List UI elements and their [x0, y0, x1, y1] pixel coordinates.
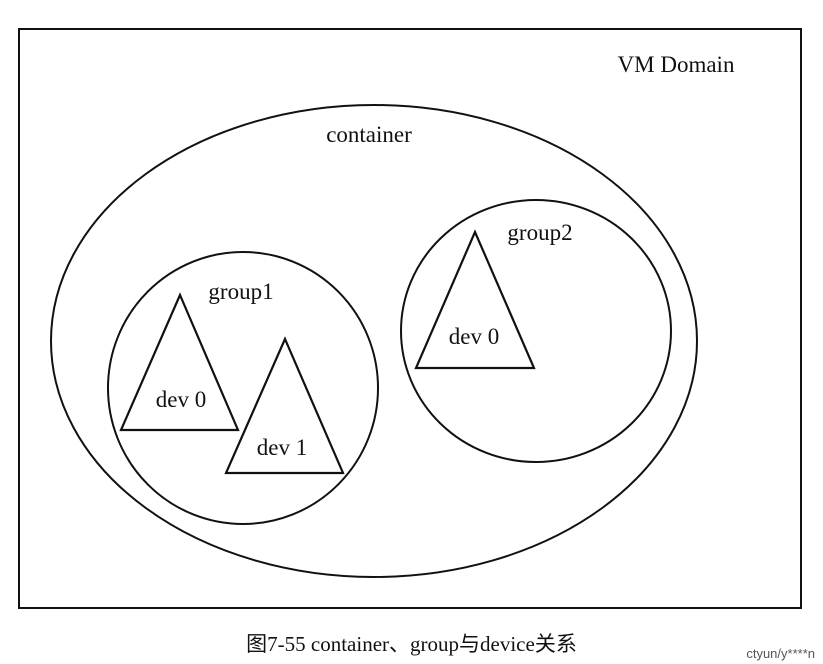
vm-domain-label: VM Domain: [618, 52, 735, 77]
watermark: ctyun/y****n: [746, 646, 815, 661]
group2-dev0-triangle: [414, 229, 536, 370]
vm-domain-box: [18, 28, 802, 609]
group1-dev0-triangle: [119, 292, 240, 432]
group1-label: group1: [208, 279, 273, 304]
group2-dev0-label: dev 0: [449, 324, 499, 349]
group1-dev1-triangle: [224, 336, 345, 475]
figure-caption: 图7-55 container、group与device关系: [246, 632, 577, 656]
group1-dev0-label: dev 0: [156, 387, 206, 412]
group2-label: group2: [507, 220, 572, 245]
container-ellipse: [50, 104, 698, 578]
group1-dev1-label: dev 1: [257, 435, 307, 460]
group1-circle: [107, 251, 379, 525]
container-label: container: [326, 122, 412, 147]
group2-circle: [400, 199, 672, 463]
